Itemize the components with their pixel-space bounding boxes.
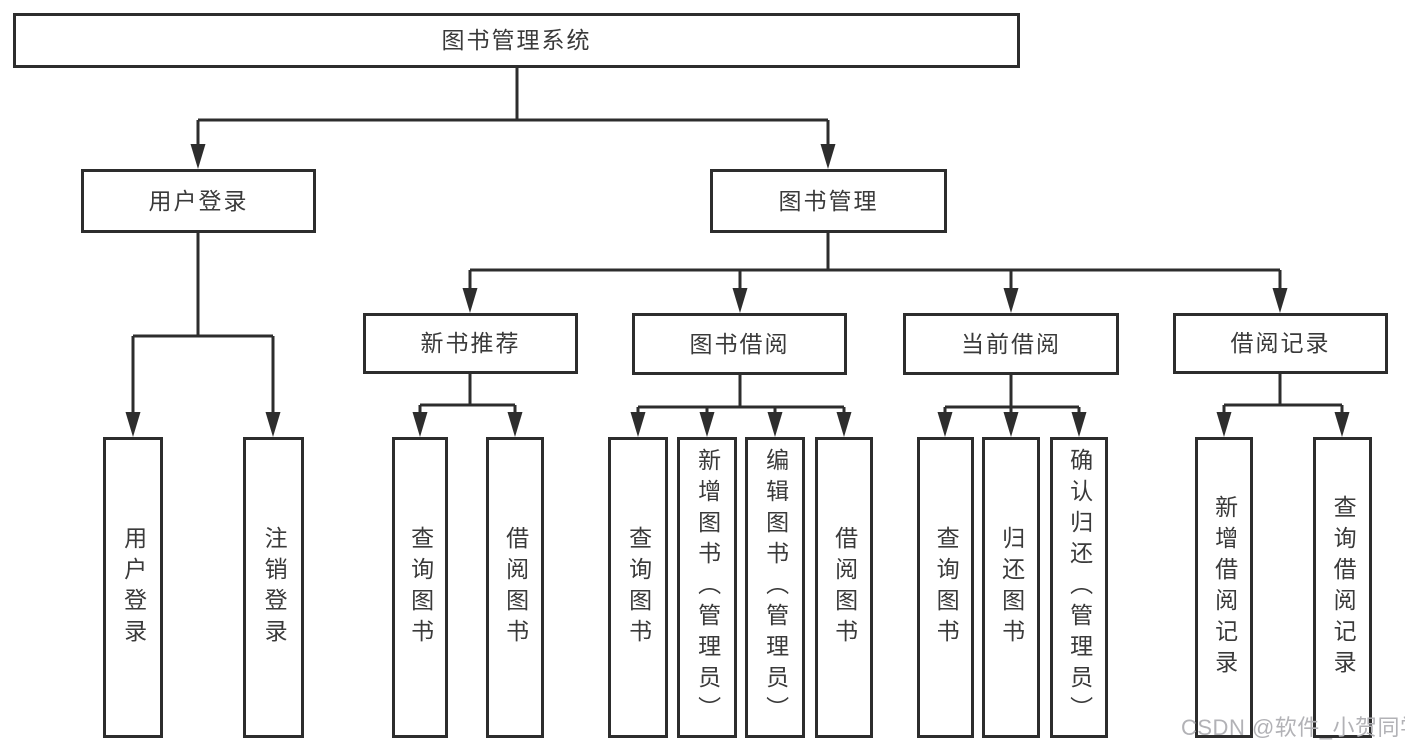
node-label: 借阅图书	[831, 525, 858, 650]
node-leaf-edit-book: 编辑图书（管理员）	[745, 437, 805, 738]
node-label: 新增借阅记录	[1211, 494, 1238, 681]
node-root: 图书管理系统	[13, 13, 1020, 68]
node-book-mgmt: 图书管理	[710, 169, 947, 233]
node-leaf-user-login: 用户登录	[103, 437, 163, 738]
node-label: 查询图书	[625, 525, 652, 650]
watermark: CSDN @软件_小贺同学	[1181, 715, 1405, 740]
node-label: 归还图书	[998, 525, 1025, 650]
node-leaf-add-borrow-rec: 新增借阅记录	[1195, 437, 1253, 738]
node-leaf-add-book: 新增图书（管理员）	[677, 437, 737, 738]
node-current-borrow: 当前借阅	[903, 313, 1119, 375]
node-borrow-records: 借阅记录	[1173, 313, 1388, 374]
node-leaf-borrow-book-1: 借阅图书	[486, 437, 544, 738]
node-leaf-return-book: 归还图书	[982, 437, 1040, 738]
node-label: 新增图书（管理员）	[694, 448, 721, 727]
node-label: 新书推荐	[420, 330, 521, 356]
node-label: 编辑图书（管理员）	[762, 448, 789, 727]
node-new-book-rec: 新书推荐	[363, 313, 578, 374]
node-label: 用户登录	[120, 525, 147, 650]
node-user-login: 用户登录	[81, 169, 316, 233]
node-label: 当前借阅	[961, 330, 1061, 357]
node-leaf-query-book-1: 查询图书	[392, 437, 448, 738]
node-label: 查询图书	[407, 525, 434, 650]
node-label: 用户登录	[148, 187, 249, 214]
node-leaf-query-borrow-rec: 查询借阅记录	[1313, 437, 1372, 738]
node-leaf-query-book-3: 查询图书	[917, 437, 974, 738]
node-label: 借阅图书	[502, 525, 529, 650]
node-label: 查询图书	[933, 525, 960, 650]
node-label: 图书管理	[778, 187, 879, 214]
node-leaf-confirm-return: 确认归还（管理员）	[1050, 437, 1108, 738]
node-label: 注销登录	[261, 525, 288, 650]
node-book-borrow: 图书借阅	[632, 313, 847, 375]
node-label: 图书借阅	[689, 330, 790, 357]
node-label: 查询借阅记录	[1330, 494, 1357, 681]
node-label: 确认归还（管理员）	[1066, 448, 1093, 727]
node-label: 图书管理系统	[441, 27, 592, 53]
node-leaf-query-book-2: 查询图书	[608, 437, 668, 738]
node-label: 借阅记录	[1230, 330, 1331, 356]
node-leaf-borrow-book-2: 借阅图书	[815, 437, 873, 738]
node-leaf-logout: 注销登录	[243, 437, 304, 738]
